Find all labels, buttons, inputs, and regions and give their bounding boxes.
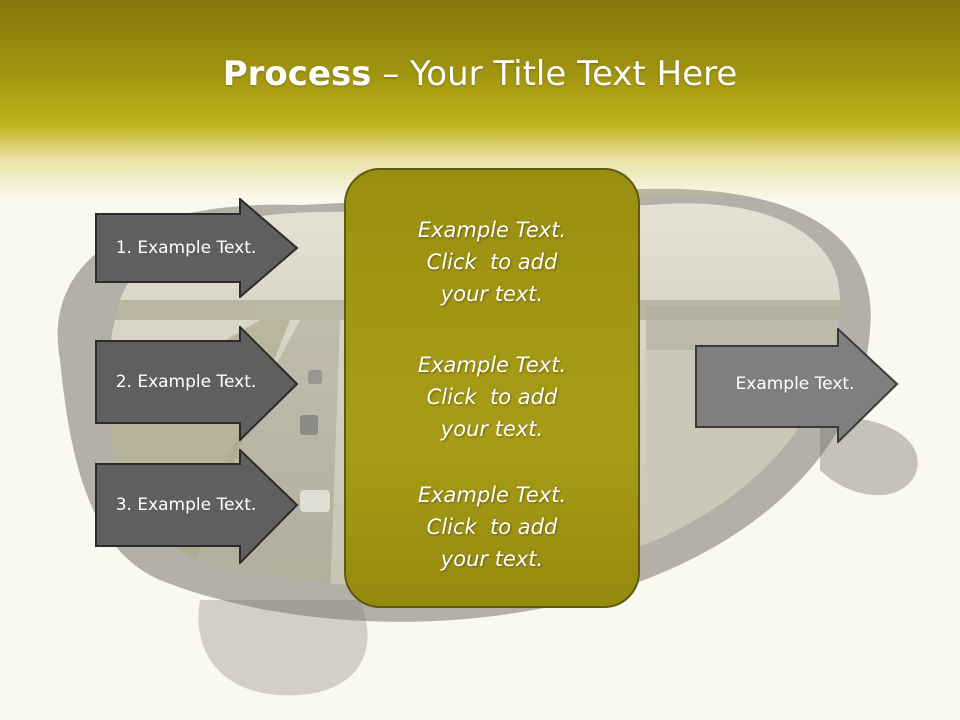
slide-title: Process – Your Title Text Here bbox=[0, 52, 960, 96]
step-arrow-label: 1. Example Text. bbox=[115, 238, 257, 258]
step-arrow-3: 3. Example Text. bbox=[95, 449, 299, 564]
result-arrow-label: Example Text. bbox=[735, 374, 855, 394]
header-band bbox=[0, 0, 960, 200]
title-bold: Process bbox=[222, 54, 372, 94]
step-arrow-1: 1. Example Text. bbox=[95, 198, 299, 298]
title-rest: – Your Title Text Here bbox=[371, 54, 738, 94]
paragraph-line: Example Text. bbox=[417, 218, 567, 242]
center-paragraph-2: Example Text. Click to add your text. bbox=[346, 349, 638, 445]
paragraph-line: your text. bbox=[440, 417, 544, 441]
paragraph-line: Example Text. bbox=[417, 353, 567, 377]
step-arrow-label: 3. Example Text. bbox=[115, 495, 257, 515]
paragraph-line: Click to add bbox=[426, 515, 558, 539]
step-arrow-2: 2. Example Text. bbox=[95, 326, 299, 441]
paragraph-line: Click to add bbox=[426, 250, 558, 274]
paragraph-line: Click to add bbox=[426, 385, 558, 409]
step-arrow-label: 2. Example Text. bbox=[115, 372, 257, 392]
paragraph-line: Example Text. bbox=[417, 483, 567, 507]
paragraph-line: your text. bbox=[440, 547, 544, 571]
paragraph-line: your text. bbox=[440, 282, 544, 306]
center-text-box: Example Text. Click to add your text. Ex… bbox=[344, 168, 640, 608]
center-paragraph-3: Example Text. Click to add your text. bbox=[346, 479, 638, 575]
center-paragraph-1: Example Text. Click to add your text. bbox=[346, 214, 638, 310]
result-arrow: Example Text. bbox=[695, 328, 899, 443]
